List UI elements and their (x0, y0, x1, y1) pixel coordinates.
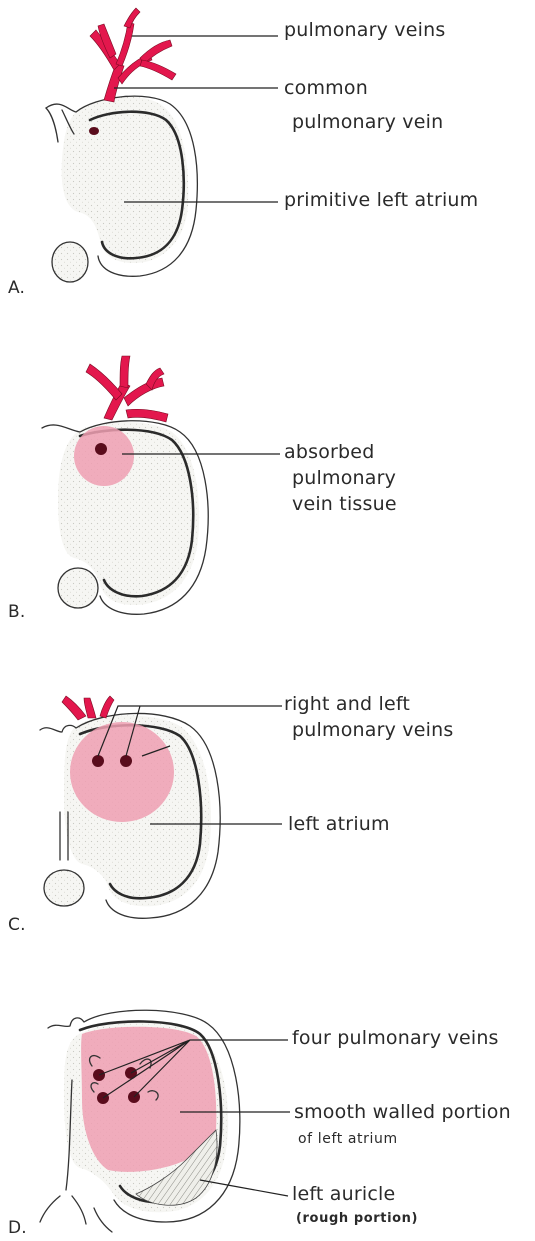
label-pulmonary-vein: pulmonary vein (292, 110, 443, 134)
panel-a (46, 8, 278, 282)
label-left-auricle: left auricle (292, 1182, 395, 1206)
absorbed-tissue-b (74, 426, 134, 486)
label-common: common (284, 76, 368, 100)
panel-letter-c: C. (8, 915, 26, 935)
pulmonary-vein-stubs-c (62, 696, 114, 720)
label-rough-portion: (rough portion) (296, 1210, 418, 1228)
sinus-structure-b (58, 568, 98, 608)
sinus-structure (52, 242, 88, 282)
label-pulmonary-b: pulmonary (292, 466, 396, 490)
vein-orifice-b (95, 443, 107, 455)
left-vein-orifice-c (120, 755, 132, 767)
label-pulmonary-veins-c: pulmonary veins (292, 718, 453, 742)
panel-letter-a: A. (8, 278, 25, 298)
common-vein-orifice (89, 127, 99, 135)
panel-letter-d: D. (8, 1218, 27, 1238)
sinus-structure-c (44, 870, 84, 906)
absorbed-tissue-c (70, 722, 174, 822)
pulmonary-vein-tree-b (86, 356, 168, 422)
right-vein-orifice-c (92, 755, 104, 767)
panel-letter-b: B. (8, 602, 25, 622)
label-of-left-atrium: of left atrium (298, 1130, 398, 1148)
label-smooth-walled-portion: smooth walled portion (294, 1100, 511, 1124)
panel-d (40, 1010, 290, 1232)
label-four-pulmonary-veins: four pulmonary veins (292, 1026, 499, 1050)
label-primitive-left-atrium: primitive left atrium (284, 188, 478, 212)
label-vein-tissue: vein tissue (292, 492, 397, 516)
primitive-atrium-body (62, 96, 189, 263)
outer-ridge-d (94, 1208, 112, 1232)
label-absorbed: absorbed (284, 440, 374, 464)
label-pulmonary-veins-a: pulmonary veins (284, 18, 445, 42)
label-left-atrium: left atrium (288, 812, 390, 836)
leader-auricle (200, 1180, 288, 1196)
panel-b (42, 356, 280, 614)
panel-c (40, 696, 282, 918)
label-right-and-left: right and left (284, 692, 410, 716)
